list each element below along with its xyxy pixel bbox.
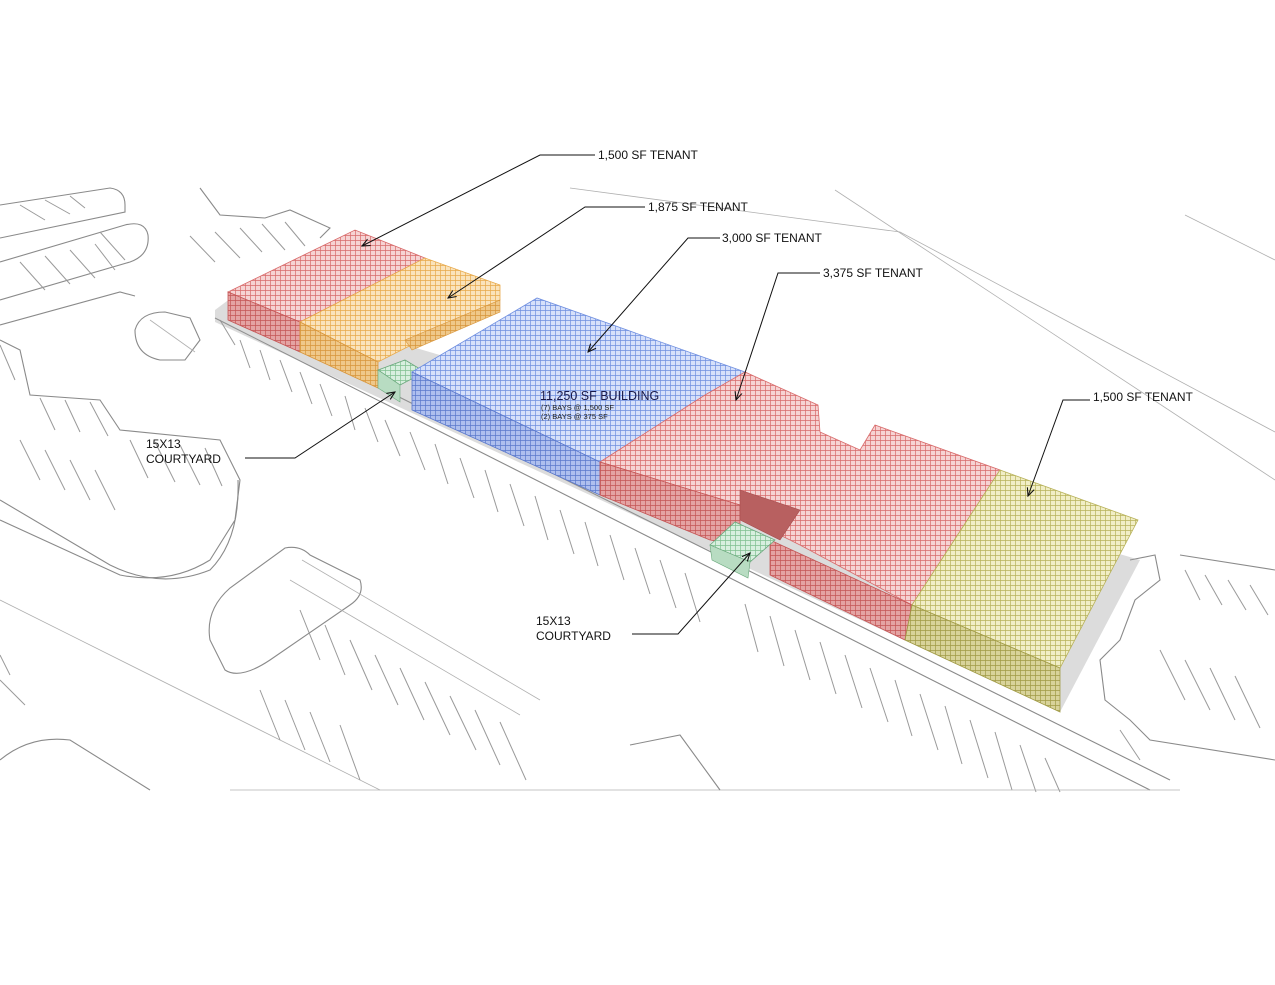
callout-labels: 1,500 SF TENANT 1,875 SF TENANT 3,000 SF… xyxy=(146,148,1193,643)
label-courtyard-left-size: 15X13 xyxy=(146,437,181,451)
parking-stalls-right xyxy=(1119,569,1269,761)
tenant-d-block xyxy=(599,371,1001,641)
label-courtyard-right-size: 15X13 xyxy=(536,614,571,628)
parking-stalls-lower xyxy=(0,609,527,781)
parking-stalls-front xyxy=(219,319,1061,793)
building-title: 11,250 SF BUILDING xyxy=(540,389,659,403)
leader-courtyard-left xyxy=(245,392,395,459)
courtyard-right xyxy=(709,521,776,579)
building-mass xyxy=(215,229,1140,713)
callout-leaders xyxy=(245,154,1090,635)
label-tenant-a: 1,500 SF TENANT xyxy=(598,148,698,162)
building-bays-line1: (7) BAYS @ 1,500 SF xyxy=(541,403,614,412)
parking-stalls-left xyxy=(0,344,223,511)
label-courtyard-right-name: COURTYARD xyxy=(536,629,611,643)
leader-tenant-a xyxy=(362,154,595,246)
parking-stalls-upper-left xyxy=(19,195,306,291)
leader-tenant-c xyxy=(588,237,720,352)
leader-tenant-d xyxy=(736,272,820,400)
label-tenant-b: 1,875 SF TENANT xyxy=(648,200,748,214)
label-tenant-c: 3,000 SF TENANT xyxy=(722,231,822,245)
leader-tenant-e xyxy=(1028,399,1090,496)
label-tenant-d: 3,375 SF TENANT xyxy=(823,266,923,280)
label-tenant-e: 1,500 SF TENANT xyxy=(1093,390,1193,404)
leader-courtyard-right xyxy=(632,553,750,635)
label-courtyard-left-name: COURTYARD xyxy=(146,452,221,466)
leader-tenant-b xyxy=(448,206,645,298)
tenant-b-block xyxy=(299,257,501,389)
building-bays-line2: (2) BAYS @ 375 SF xyxy=(541,412,608,421)
tenant-e-block xyxy=(904,469,1139,713)
